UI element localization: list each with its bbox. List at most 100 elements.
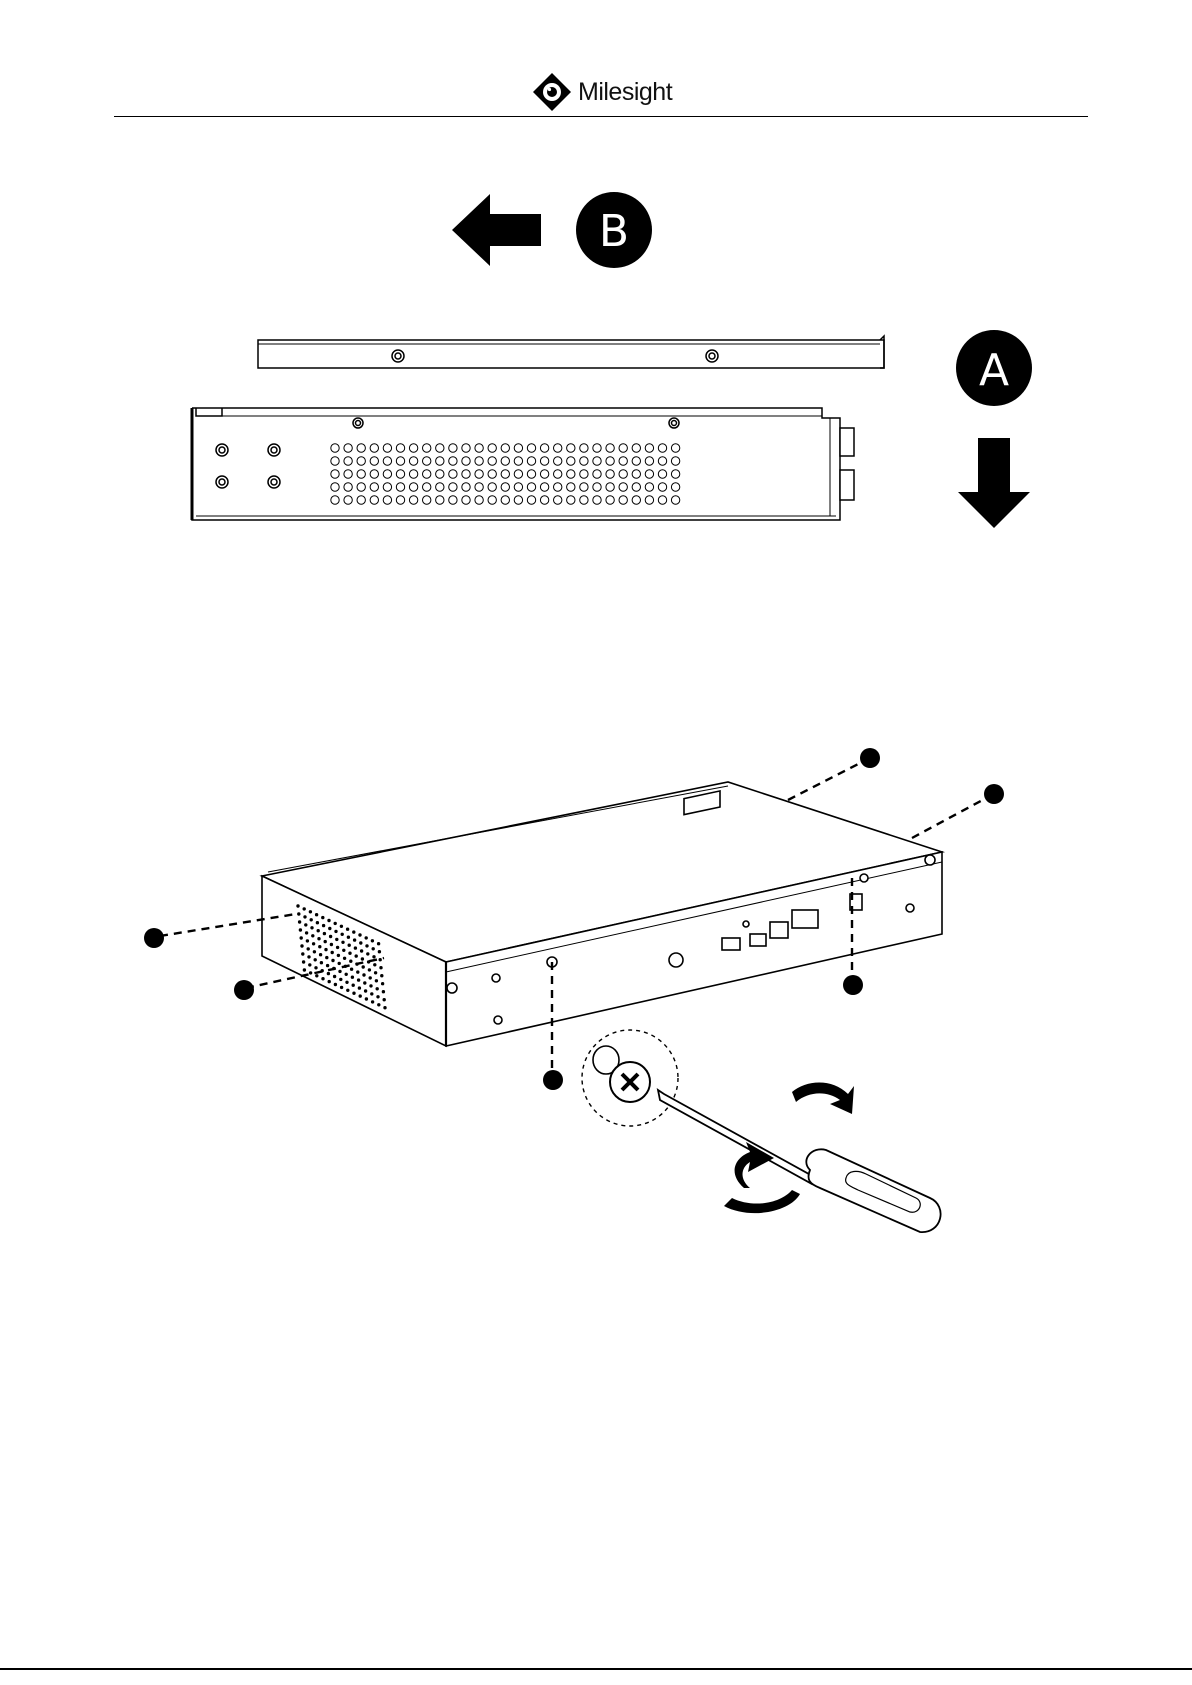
side-vent-hole xyxy=(369,977,372,980)
side-vent-hole xyxy=(302,961,305,964)
side-vent-hole xyxy=(371,993,374,996)
side-vent-hole xyxy=(375,980,378,983)
side-vent-hole xyxy=(329,927,332,930)
side-vent-hole xyxy=(325,948,328,951)
vent-hole xyxy=(449,457,457,465)
vent-hole xyxy=(619,457,627,465)
side-vent-hole xyxy=(374,964,377,967)
vent-hole xyxy=(423,470,431,478)
nvr-side-view xyxy=(192,408,854,520)
side-vent-hole xyxy=(327,972,330,975)
side-vent-hole xyxy=(302,953,305,956)
vent-hole xyxy=(396,483,404,491)
side-vent-hole xyxy=(347,936,350,939)
side-vent-hole xyxy=(340,986,343,989)
vent-hole xyxy=(540,483,548,491)
vent-hole xyxy=(462,483,470,491)
arrow-left-icon xyxy=(452,194,541,266)
vent-hole xyxy=(449,470,457,478)
side-vent-hole xyxy=(307,948,310,951)
side-vent-hole xyxy=(305,932,308,935)
side-vent-hole xyxy=(309,964,312,967)
vent-hole xyxy=(658,470,666,478)
side-vent-hole xyxy=(340,925,343,928)
vent-hole xyxy=(632,457,640,465)
vent-hole xyxy=(423,444,431,452)
vent-hole xyxy=(475,483,483,491)
vent-hole xyxy=(331,470,339,478)
vent-hole xyxy=(658,444,666,452)
vent-hole xyxy=(593,470,601,478)
vent-hole xyxy=(409,470,417,478)
side-vent-hole xyxy=(364,982,367,985)
vent-hole xyxy=(619,496,627,504)
side-vent-hole xyxy=(371,940,374,943)
side-vent-hole xyxy=(326,964,329,967)
vent-hole xyxy=(370,444,378,452)
vent-hole xyxy=(527,483,535,491)
vent-hole xyxy=(645,444,653,452)
vent-hole xyxy=(383,496,391,504)
vent-hole xyxy=(514,496,522,504)
screw-detail-zoom xyxy=(582,1030,678,1126)
vent-hole xyxy=(527,444,535,452)
vent-hole xyxy=(488,457,496,465)
side-vent-hole xyxy=(305,924,308,927)
vent-hole xyxy=(554,496,562,504)
vent-hole xyxy=(606,496,614,504)
side-vent-hole xyxy=(345,973,348,976)
vent-hole xyxy=(396,444,404,452)
vent-hole xyxy=(671,470,679,478)
vent-hole xyxy=(606,444,614,452)
vent-hole xyxy=(488,470,496,478)
side-vent-hole xyxy=(299,929,302,932)
side-vent-hole xyxy=(336,938,339,941)
vent-hole xyxy=(462,444,470,452)
vent-hole xyxy=(396,496,404,504)
vent-hole xyxy=(554,457,562,465)
side-vent-hole xyxy=(340,978,343,981)
side-vent-hole xyxy=(332,959,335,962)
side-vent-hole xyxy=(298,913,301,916)
side-vent-hole xyxy=(353,939,356,942)
vent-hole xyxy=(540,470,548,478)
side-vent-hole xyxy=(315,913,318,916)
screwdriver-icon xyxy=(658,1090,941,1232)
side-vent-hole xyxy=(337,954,340,957)
vent-holes xyxy=(331,444,680,504)
vent-hole xyxy=(514,457,522,465)
vent-hole xyxy=(331,457,339,465)
side-vent-hole xyxy=(334,922,337,925)
vent-hole xyxy=(370,457,378,465)
arrow-down-icon xyxy=(958,438,1030,528)
vent-hole xyxy=(619,470,627,478)
vent-hole xyxy=(567,496,575,504)
side-vent-hole xyxy=(303,908,306,911)
side-vent-hole xyxy=(338,962,341,965)
side-vent-hole xyxy=(357,979,360,982)
side-vent-hole xyxy=(361,958,364,961)
side-vent-hole xyxy=(354,947,357,950)
vent-hole xyxy=(514,470,522,478)
vent-hole xyxy=(409,457,417,465)
vent-hole xyxy=(593,483,601,491)
vent-hole xyxy=(580,496,588,504)
vent-hole xyxy=(344,444,352,452)
vent-hole xyxy=(593,457,601,465)
vent-hole xyxy=(580,457,588,465)
side-vent-hole xyxy=(330,943,333,946)
side-vent-hole xyxy=(379,958,382,961)
side-vent-hole xyxy=(360,942,363,945)
side-vent-hole xyxy=(313,951,316,954)
vent-hole xyxy=(331,444,339,452)
side-vent-hole xyxy=(346,981,349,984)
vent-hole xyxy=(475,470,483,478)
side-vent-hole xyxy=(364,990,367,993)
side-vent-hole xyxy=(363,974,366,977)
vent-hole xyxy=(357,444,365,452)
vent-hole xyxy=(488,444,496,452)
side-vent-hole xyxy=(376,988,379,991)
side-vent-hole xyxy=(318,937,321,940)
vent-hole xyxy=(436,483,444,491)
